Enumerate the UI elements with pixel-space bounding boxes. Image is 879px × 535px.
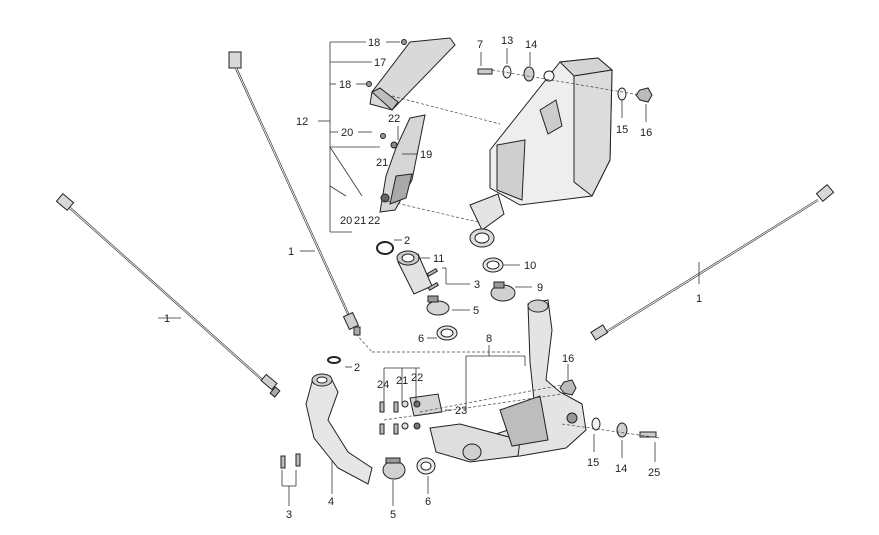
o2-sensor-right [590,183,835,341]
callout-1-right: 1 [696,293,702,305]
callout-23: 23 [455,405,467,417]
o2-sensor-upper [228,51,361,336]
callout-1-left: 1 [164,313,170,325]
gasket-lower [327,356,341,364]
callout-15-top: 15 [616,124,628,136]
callout-8: 8 [486,333,492,345]
callout-25: 25 [648,467,660,479]
callout-5-mid: 5 [473,305,479,317]
callout-16-top: 16 [640,127,652,139]
callout-21-a: 21 [376,157,388,169]
callout-21-c: 21 [396,375,408,387]
leader-lines [158,41,700,506]
callout-6-bottom: 6 [425,496,431,508]
callout-20-a: 20 [341,127,353,139]
callout-12: 12 [296,116,308,128]
callout-3-bottom: 3 [286,509,292,521]
pipe-clamp-mid [426,295,450,316]
callout-19: 19 [420,149,432,161]
sleeve-10 [482,257,504,273]
callout-9: 9 [537,282,543,294]
header-pipe [305,373,373,485]
callout-2-lower: 2 [354,362,360,374]
heat-shield-lower [379,114,426,213]
gasket-upper [376,241,394,255]
callout-labels: 1 1 1 2 2 3 3 4 5 5 6 6 7 8 9 10 11 12 1… [164,35,702,521]
callout-4: 4 [328,496,334,508]
callout-5-bottom: 5 [390,509,396,521]
callout-7: 7 [477,39,483,51]
callout-20-b: 20 [340,215,352,227]
callout-14-bottom: 14 [615,463,627,475]
callout-21-b: 21 [354,215,366,227]
callout-22-b: 22 [368,215,380,227]
connecting-pipe [396,250,433,295]
callout-22-a: 22 [388,113,400,125]
bracket-23 [409,393,443,417]
muffler-mount-hardware [477,65,653,103]
callout-16-bottom: 16 [562,353,574,365]
callout-1-upper: 1 [288,246,294,258]
collector-pipe [429,299,587,463]
callout-2-upper: 2 [404,235,410,247]
rear-mount-hardware [559,379,657,438]
clamp-9 [490,281,516,302]
callout-14-top: 14 [525,39,537,51]
callout-24: 24 [377,379,389,391]
callout-18-a: 18 [368,37,380,49]
bolts-3-mid [426,267,440,291]
callout-6-mid: 6 [418,333,424,345]
callout-18-b: 18 [339,79,351,91]
callout-15-bottom: 15 [587,457,599,469]
sleeve-mid [436,325,458,341]
muffler [469,57,614,248]
callout-13: 13 [501,35,513,47]
sleeve-6-bottom [416,457,436,475]
callout-11: 11 [433,253,444,265]
callout-17: 17 [374,57,386,69]
o2-sensor-left [55,192,281,398]
bolts-3-bottom [280,453,301,469]
bolt-set-24 [379,400,421,435]
callout-22-c: 22 [411,372,423,384]
clamp-5-bottom [382,457,406,480]
callout-3-mid: 3 [474,279,480,291]
heat-shield-upper [366,37,456,111]
callout-10: 10 [524,260,536,272]
